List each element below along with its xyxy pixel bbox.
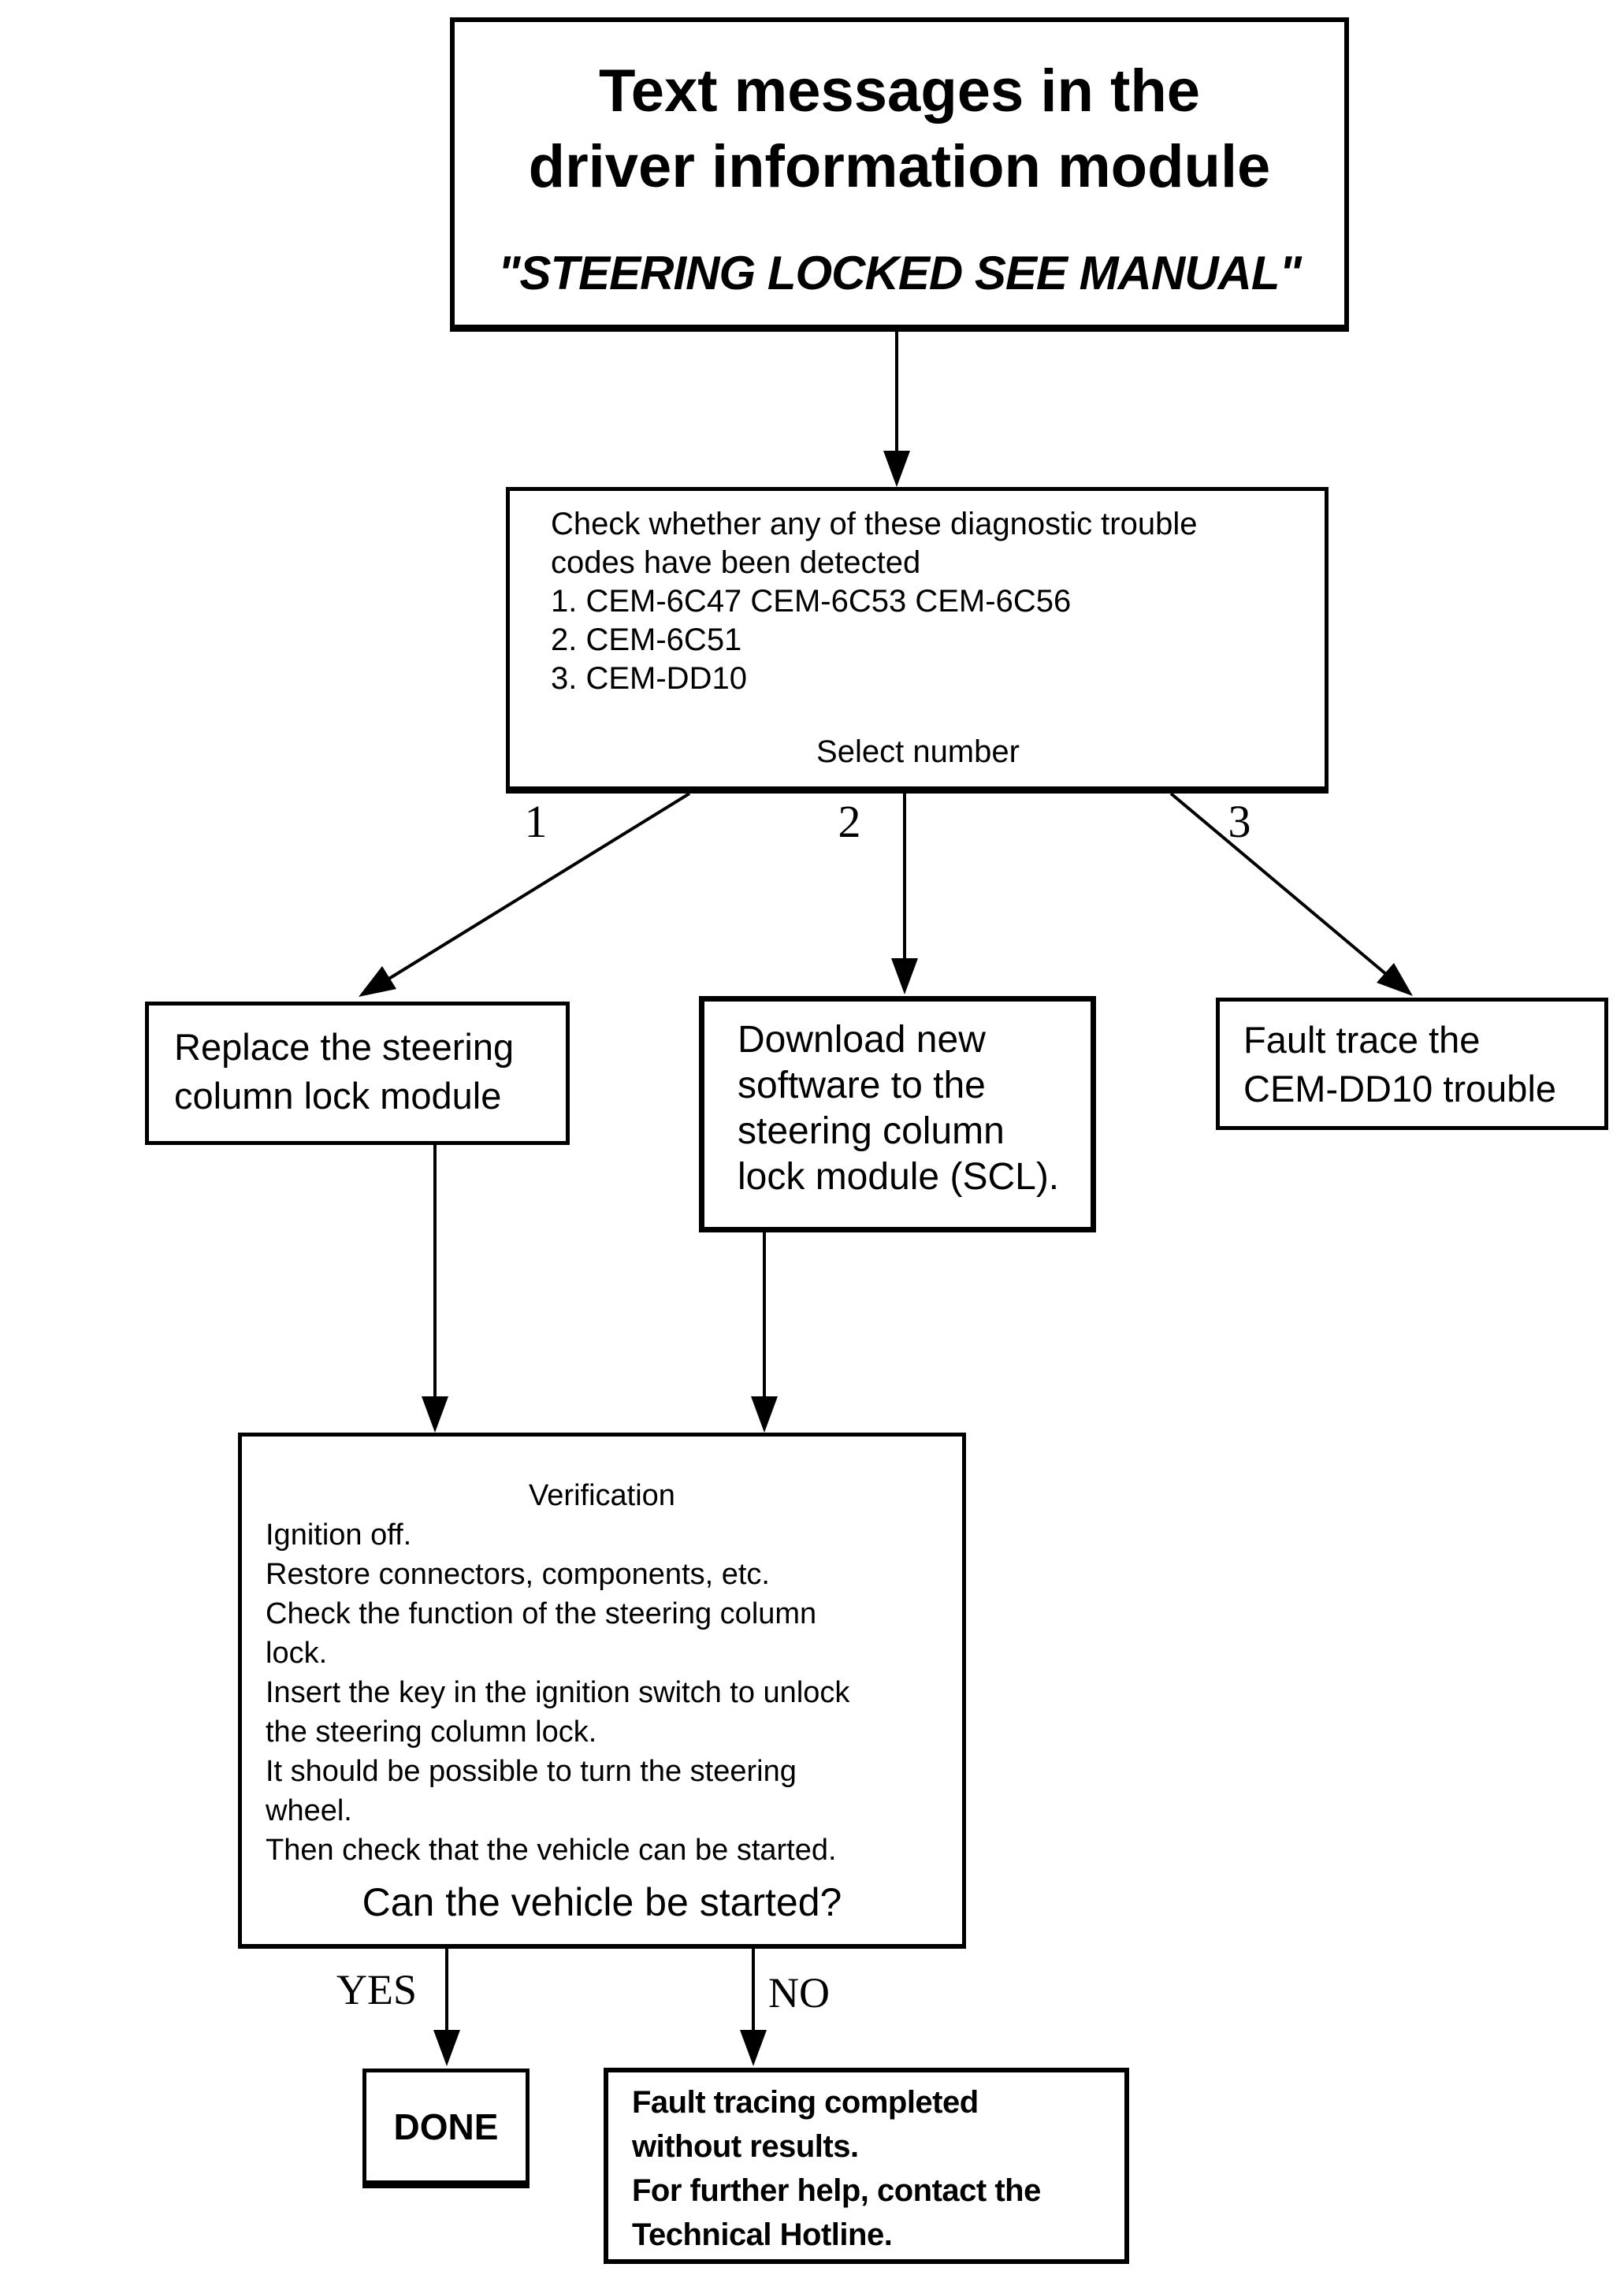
arrow-yes-to-done [433, 1949, 460, 2066]
download-line: lock module (SCL). [738, 1156, 1060, 1198]
fault-trace-box: Fault trace the CEM-DD10 trouble [1216, 998, 1608, 1130]
done-label: DONE [393, 2106, 499, 2147]
no-label: NO [768, 1969, 830, 2017]
dtc-line: codes have been detected [551, 545, 921, 580]
verification-step: Ignition off. [266, 1518, 412, 1552]
verification-step: lock. [266, 1637, 328, 1670]
fault-trace-line: CEM-DD10 trouble [1243, 1068, 1557, 1110]
verification-question: Can the vehicle be started? [362, 1880, 842, 1924]
verification-step: Insert the key in the ignition switch to… [266, 1676, 850, 1709]
dtc-option-1: 1. CEM-6C47 CEM-6C53 CEM-6C56 [551, 584, 1072, 619]
replace-line: Replace the steering [174, 1026, 515, 1068]
verification-step: the steering column lock. [266, 1715, 597, 1749]
select-number-prompt: Select number [816, 734, 1020, 769]
hotline-line: without results. [632, 2129, 859, 2164]
branch-label-3: 3 [1228, 796, 1251, 847]
verification-step: wheel. [266, 1794, 352, 1827]
verification-box: Verification Ignition off. Restore conne… [238, 1433, 966, 1949]
download-software-box: Download new software to the steering co… [699, 996, 1096, 1232]
arrow-title-to-check [883, 332, 910, 487]
download-line: steering column [738, 1110, 1005, 1152]
arrow-branch-2 [891, 794, 918, 994]
fault-trace-line: Fault trace the [1243, 1019, 1481, 1061]
done-box: DONE [362, 2069, 530, 2188]
arrow-branch-3 [1169, 792, 1413, 996]
replace-line: column lock module [174, 1075, 502, 1117]
verification-title: Verification [529, 1479, 675, 1512]
dtc-option-2: 2. CEM-6C51 [551, 623, 742, 657]
hotline-box: Fault tracing completed without results.… [604, 2068, 1129, 2264]
hotline-line: Fault tracing completed [632, 2085, 979, 2120]
branch-label-2: 2 [838, 796, 861, 847]
title-box: Text messages in the driver information … [450, 17, 1349, 332]
hotline-line: For further help, contact the [632, 2173, 1041, 2208]
yes-label: YES [336, 1966, 417, 2013]
arrow-no-to-hotline [740, 1949, 767, 2066]
dtc-check-box: Check whether any of these diagnostic tr… [506, 487, 1329, 794]
branch-label-1: 1 [524, 796, 548, 847]
verification-step: Then check that the vehicle can be start… [266, 1834, 837, 1867]
hotline-line: Technical Hotline. [632, 2217, 893, 2252]
dtc-line: Check whether any of these diagnostic tr… [551, 507, 1198, 541]
title-line-2: driver information module [528, 133, 1271, 200]
verification-step: Restore connectors, components, etc. [266, 1558, 770, 1591]
download-line: software to the [738, 1065, 986, 1106]
dtc-option-3: 3. CEM-DD10 [551, 661, 747, 696]
verification-step: Check the function of the steering colum… [266, 1597, 817, 1630]
title-subtitle: "STEERING LOCKED SEE MANUAL" [498, 247, 1302, 299]
title-line-1: Text messages in the [598, 58, 1201, 125]
arrow-replace-to-verification [422, 1145, 448, 1433]
arrow-download-to-verification [751, 1232, 778, 1433]
arrow-branch-1 [359, 792, 691, 997]
replace-module-box: Replace the steering column lock module [145, 1002, 570, 1145]
download-line: Download new [738, 1019, 986, 1061]
verification-step: It should be possible to turn the steeri… [266, 1755, 797, 1788]
